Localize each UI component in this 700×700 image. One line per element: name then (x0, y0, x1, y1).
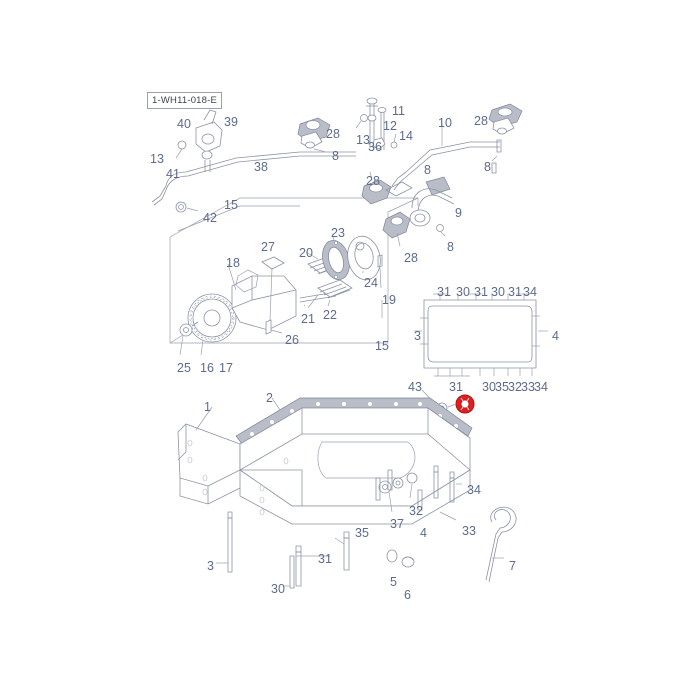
callout-36[interactable]: 36 (368, 140, 382, 154)
callout-30[interactable]: 30 (491, 285, 505, 299)
callout-40[interactable]: 40 (177, 117, 191, 131)
callout-13[interactable]: 13 (150, 152, 164, 166)
callout-16[interactable]: 16 (200, 361, 214, 375)
callout-35[interactable]: 35 (495, 380, 509, 394)
callout-34[interactable]: 34 (467, 483, 481, 497)
callout-19[interactable]: 19 (382, 293, 396, 307)
callout-30[interactable]: 30 (482, 380, 496, 394)
callout-15[interactable]: 15 (375, 339, 389, 353)
callout-41[interactable]: 41 (166, 167, 180, 181)
callout-7[interactable]: 7 (509, 559, 516, 573)
callout-22[interactable]: 22 (323, 308, 337, 322)
callout-3[interactable]: 3 (414, 329, 421, 343)
callout-1[interactable]: 1 (204, 400, 211, 414)
callout-43[interactable]: 43 (408, 380, 422, 394)
callout-35[interactable]: 35 (355, 526, 369, 540)
callout-6[interactable]: 6 (404, 588, 411, 602)
callout-30[interactable]: 30 (271, 582, 285, 596)
callout-28[interactable]: 28 (404, 251, 418, 265)
callout-33[interactable]: 33 (521, 380, 535, 394)
callout-21[interactable]: 21 (301, 312, 315, 326)
callout-10[interactable]: 10 (438, 116, 452, 130)
callout-3[interactable]: 3 (207, 559, 214, 573)
callout-28[interactable]: 28 (474, 114, 488, 128)
callout-42[interactable]: 42 (203, 211, 217, 225)
callout-23[interactable]: 23 (331, 226, 345, 240)
callout-37[interactable]: 37 (390, 517, 404, 531)
callout-24[interactable]: 24 (364, 276, 378, 290)
callout-31[interactable]: 31 (508, 285, 522, 299)
callout-31[interactable]: 31 (437, 285, 451, 299)
callout-14[interactable]: 14 (399, 129, 413, 143)
callout-38[interactable]: 38 (254, 160, 268, 174)
callout-33[interactable]: 33 (462, 524, 476, 538)
callout-34[interactable]: 34 (523, 285, 537, 299)
callout-25[interactable]: 25 (177, 361, 191, 375)
callout-31[interactable]: 31 (449, 380, 463, 394)
callout-5[interactable]: 5 (390, 575, 397, 589)
callout-26[interactable]: 26 (285, 333, 299, 347)
callout-9[interactable]: 9 (455, 206, 462, 220)
callout-27[interactable]: 27 (261, 240, 275, 254)
callout-18[interactable]: 18 (226, 256, 240, 270)
callout-39[interactable]: 39 (224, 115, 238, 129)
callout-28[interactable]: 28 (326, 127, 340, 141)
callout-30[interactable]: 30 (456, 285, 470, 299)
callout-8[interactable]: 8 (484, 160, 491, 174)
callout-32[interactable]: 32 (508, 380, 522, 394)
callout-17[interactable]: 17 (219, 361, 233, 375)
callout-4[interactable]: 4 (420, 526, 427, 540)
callout-31[interactable]: 31 (474, 285, 488, 299)
callout-28[interactable]: 28 (366, 174, 380, 188)
callout-11[interactable]: 11 (392, 104, 405, 118)
callout-8[interactable]: 8 (424, 163, 431, 177)
callout-20[interactable]: 20 (299, 246, 313, 260)
callout-12[interactable]: 12 (383, 119, 397, 133)
callout-8[interactable]: 8 (447, 240, 454, 254)
callout-32[interactable]: 32 (409, 504, 423, 518)
callout-31[interactable]: 31 (318, 552, 332, 566)
callout-13[interactable]: 13 (356, 133, 370, 147)
callout-8[interactable]: 8 (332, 149, 339, 163)
callout-4[interactable]: 4 (552, 329, 559, 343)
part-code-label: 1-WH11-018-E (147, 92, 223, 109)
callout-2[interactable]: 2 (266, 391, 273, 405)
callout-15[interactable]: 15 (224, 198, 238, 212)
callout-34[interactable]: 34 (534, 380, 548, 394)
